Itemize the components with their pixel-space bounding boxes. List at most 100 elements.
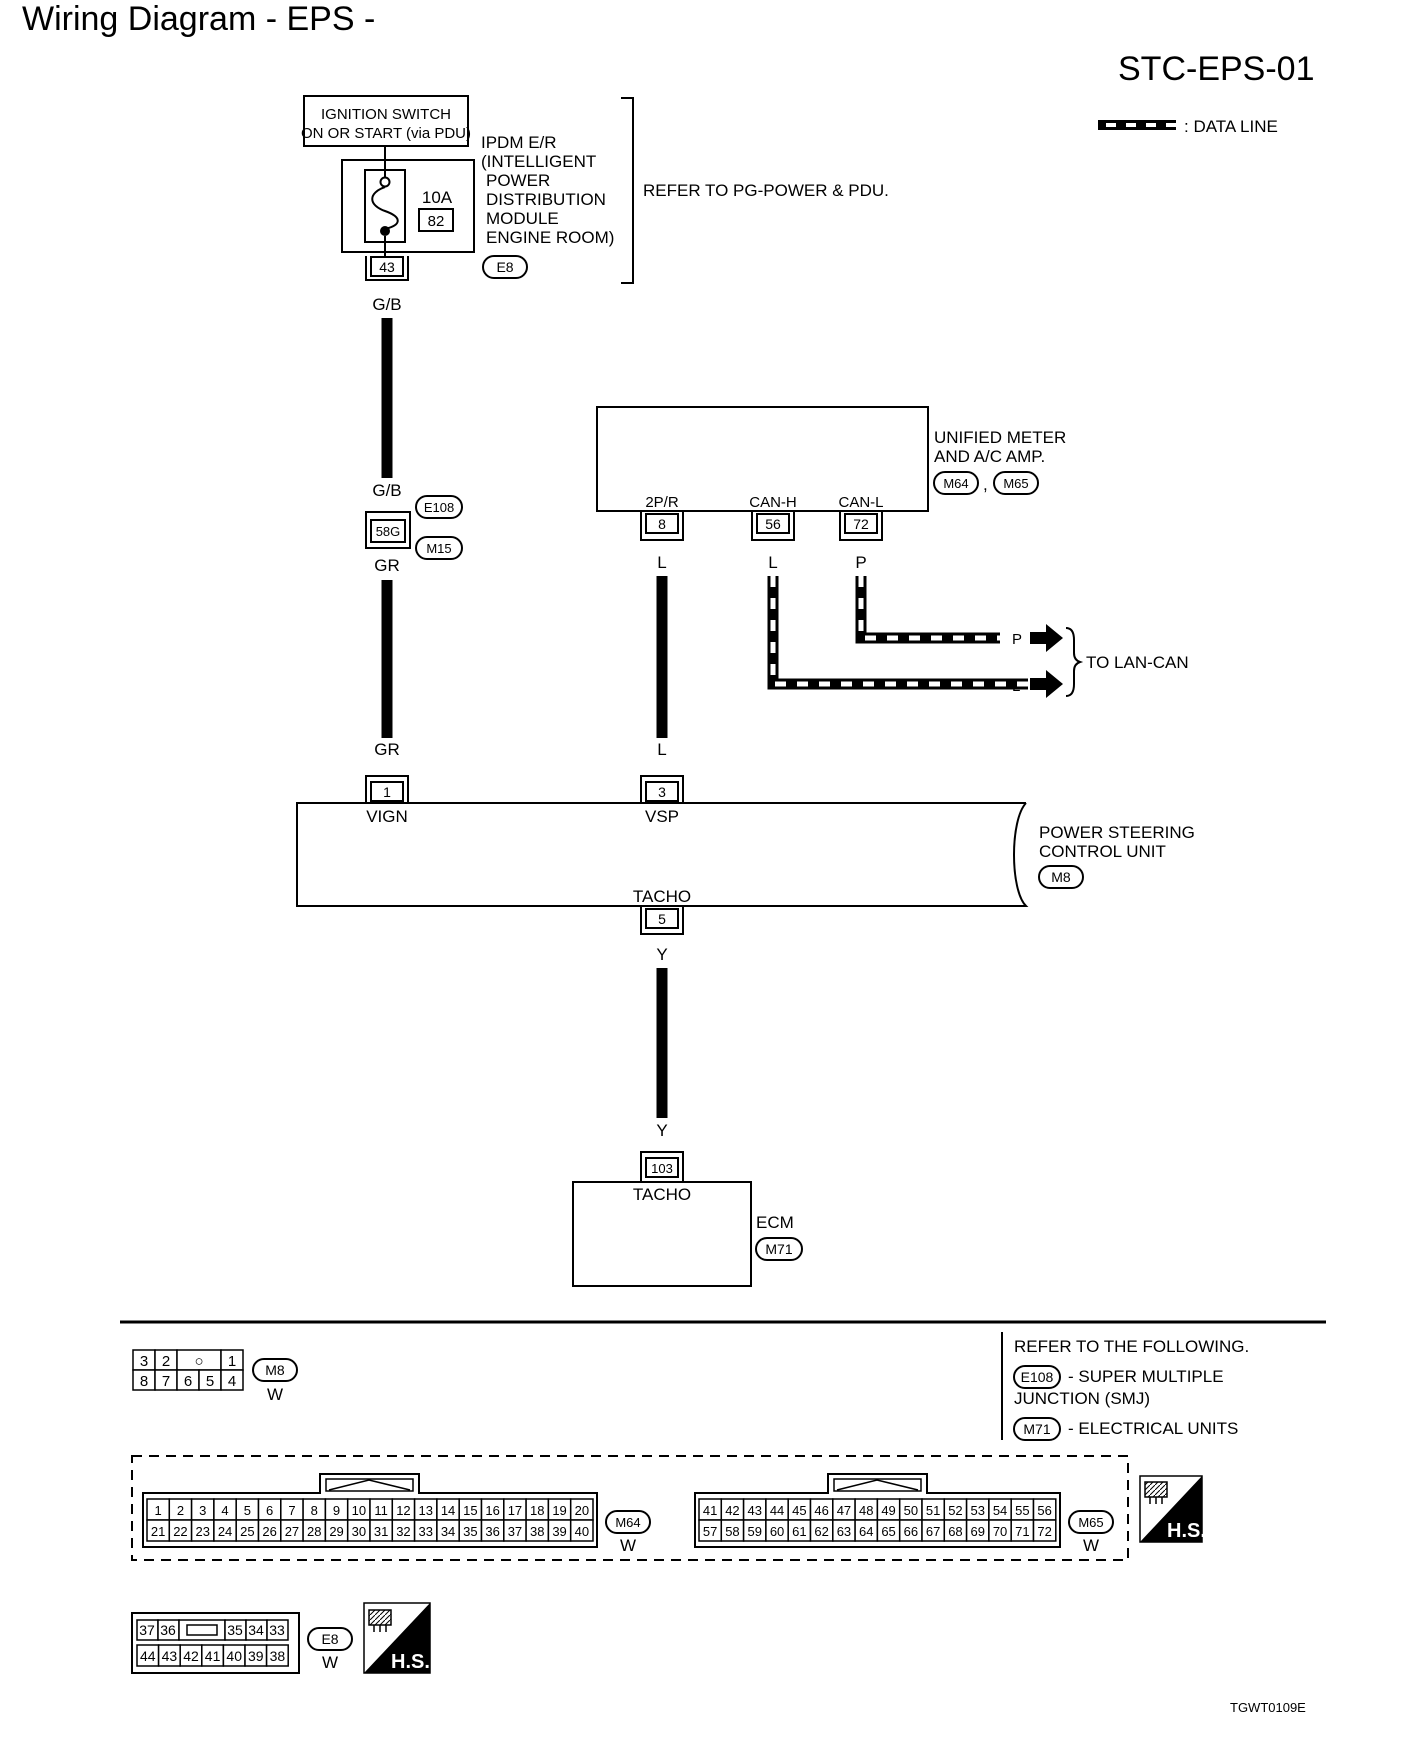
m65-pin: 53 [971,1503,985,1518]
can-l-data-line [855,576,1000,644]
m65-pin: 62 [814,1524,828,1539]
m64-pin: 22 [173,1524,187,1539]
m64-pin: 37 [508,1524,522,1539]
m65-pin: 59 [748,1524,762,1539]
m64-pin: 39 [552,1524,566,1539]
to-lan-can-label: TO LAN-CAN [1086,653,1189,672]
ecm-terminal-103: 103 [640,1151,684,1182]
meter-label-2: AND A/C AMP. [934,447,1045,466]
m64-pin: 16 [485,1503,499,1518]
m8-face-badge: M8 [252,1358,298,1382]
wire-color-gb-top: G/B [372,295,401,314]
e8-pin: 40 [226,1648,242,1664]
m65-pin: 42 [725,1503,739,1518]
ipdm-terminal-no: 43 [379,259,395,275]
wire-color-l-eps: L [657,740,666,759]
m65-face-color: W [1083,1536,1099,1555]
m64-pin: 4 [221,1503,228,1518]
m8-pin: 5 [206,1373,214,1390]
m65-pin: 45 [792,1503,806,1518]
eps-terminal-3: 3 [640,775,684,803]
meter-pin-name-8: 2P/R [645,494,679,511]
m64-pin: 30 [352,1524,366,1539]
m64-pin: 25 [240,1524,254,1539]
joint-terminal-no: 58G [376,524,401,539]
e8-face-connector-id: E8 [321,1631,338,1647]
m65-face-badge: M65 [1068,1510,1114,1534]
wire-color-can-l: P [855,553,866,572]
m64-pin: 20 [575,1503,589,1518]
meter-connector-m64-badge: M64 [933,471,979,495]
joint-connector-e108-badge: E108 [415,495,463,519]
m8-face-connector-id: M8 [265,1362,285,1378]
m65-pin: 64 [859,1524,873,1539]
wire-color-gb-bottom: G/B [372,481,401,500]
ignition-line2: ON OR START (via PDU) [301,125,471,142]
m64-pin: 27 [285,1524,299,1539]
e8-pin: 34 [248,1622,264,1638]
ecm-label: ECM [756,1213,794,1232]
fuse-number: 82 [428,213,445,230]
eps-connector-m8-badge: M8 [1038,865,1084,889]
m65-pin: 72 [1037,1524,1051,1539]
m8-pin: 8 [140,1373,148,1390]
m65-pin: 43 [748,1503,762,1518]
refer-bracket [621,97,634,284]
m8-pin: 6 [184,1373,192,1390]
meter-label-1: UNIFIED METER [934,428,1066,447]
meter-terminal-8: 8 [640,511,684,541]
data-line-arrow-icon [1030,624,1063,652]
m64-face-connector-id: M64 [615,1515,640,1530]
meter-connector-group [131,1455,1129,1561]
ipdm-connector-id: E8 [496,259,513,275]
m64-pin: 13 [419,1503,433,1518]
m65-pin: 55 [1015,1503,1029,1518]
e8-face-color: W [322,1653,338,1672]
eps-pin-name-vign: VIGN [366,807,408,826]
m64-face-badge: M64 [605,1510,651,1534]
joint-connector-58g: 58G [365,511,411,549]
m64-pin: 32 [396,1524,410,1539]
eps-terminal-1: 1 [365,775,409,803]
m64-pin: 11 [374,1503,388,1518]
ipdm-label-5: MODULE [486,209,559,228]
m64-pin: 1 [155,1503,162,1518]
footer-code: TGWT0109E [1230,1700,1306,1715]
m64-pin: 35 [463,1524,477,1539]
eps-pin-no-1: 1 [383,784,391,800]
joint-connector-top: E108 [424,500,454,515]
m64-pin: 34 [441,1524,455,1539]
e8-cell [265,1644,289,1667]
ignition-line1: IGNITION SWITCH [321,106,451,123]
m65-pin: 60 [770,1524,784,1539]
m65-pin: 56 [1037,1503,1051,1518]
meter-pin-no-56: 56 [765,516,781,532]
m65-pin: 69 [971,1524,985,1539]
wire-color-p-arrow: P [1012,631,1022,648]
ipdm-label-2: (INTELLIGENT [481,152,596,171]
eps-pin-name-vsp: VSP [645,807,679,826]
ecm-connector-id: M71 [765,1241,792,1257]
refer-heading: REFER TO THE FOLLOWING. [1014,1337,1249,1356]
harness-side-icon: H.S. [1139,1475,1206,1543]
refer-item1-text1: - SUPER MULTIPLE [1068,1367,1224,1386]
e8-pin: 44 [140,1648,156,1664]
wire-color-l-meter: L [657,553,666,572]
eps-control-unit-box [296,802,1029,907]
m65-pin: 63 [837,1524,851,1539]
can-h-data-line [767,576,1028,690]
m64-pin: 36 [485,1524,499,1539]
wire-color-y-bottom: Y [656,1121,667,1140]
m65-pin: 57 [703,1524,717,1539]
hs-label: H.S. [1167,1520,1206,1542]
harness-side-icon: H.S. [363,1602,431,1674]
data-line-arrow-icon [1030,670,1063,698]
m64-pin: 31 [374,1524,388,1539]
meter-terminal-56: 56 [751,511,795,541]
ipdm-label-4: DISTRIBUTION [486,190,606,209]
fuse-icon [371,146,399,256]
m65-pin: 61 [792,1524,806,1539]
m64-pin: 38 [530,1524,544,1539]
